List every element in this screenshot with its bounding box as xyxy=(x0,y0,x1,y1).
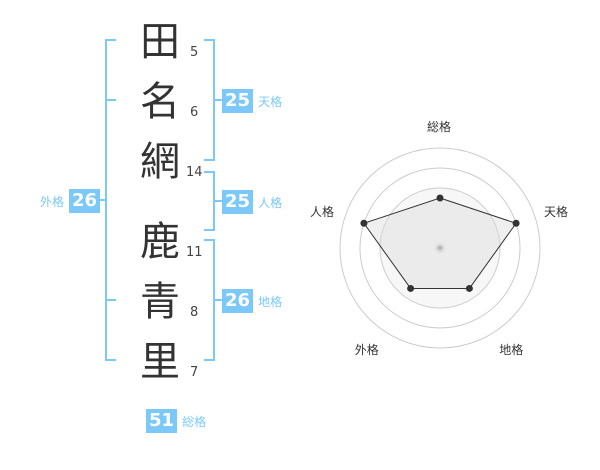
radar-axis-label-1: 総格 xyxy=(427,120,452,134)
stroke-count-1: 5 xyxy=(190,45,199,60)
radar-point-1 xyxy=(436,194,444,202)
name-char-2: 名 xyxy=(140,79,180,125)
soukaku-value: 51 xyxy=(146,409,178,433)
stroke-count-3: 14 xyxy=(186,165,203,180)
gaikaku-bracket xyxy=(105,39,116,361)
stroke-count-5: 8 xyxy=(190,305,199,320)
stroke-count-6: 7 xyxy=(190,365,199,380)
jinkaku-value: 25 xyxy=(222,190,254,214)
chikaku-badge: 26 地格 xyxy=(222,289,282,313)
tenkaku-badge: 25 天格 xyxy=(222,89,282,113)
radar-axis-label-4: 外格 xyxy=(354,342,379,357)
tenkaku-bracket xyxy=(204,39,215,161)
stroke-count-2: 6 xyxy=(190,105,199,120)
chikaku-bracket xyxy=(204,239,215,361)
radar-svg xyxy=(339,147,541,349)
jinkaku-badge: 25 人格 xyxy=(222,190,282,214)
radar-point-4 xyxy=(407,284,415,292)
radar-axis-label-2: 天格 xyxy=(543,204,568,219)
name-char-3: 網 xyxy=(140,139,180,185)
chikaku-label: 地格 xyxy=(258,294,283,309)
soukaku-badge: 51 総格 xyxy=(146,409,206,433)
name-char-4: 鹿 xyxy=(140,219,180,265)
gaikaku-label: 外格 xyxy=(40,194,65,209)
soukaku-label: 総格 xyxy=(182,414,207,429)
tenkaku-value: 25 xyxy=(222,89,254,113)
radar-axis-label-3: 地格 xyxy=(499,342,524,357)
name-char-5: 青 xyxy=(140,279,180,325)
jinkaku-bracket xyxy=(204,171,215,231)
name-char-1: 田 xyxy=(140,19,180,65)
stroke-count-4: 11 xyxy=(186,245,203,260)
tenkaku-label: 天格 xyxy=(258,94,283,109)
chikaku-value: 26 xyxy=(222,289,254,313)
name-char-6: 里 xyxy=(140,339,180,385)
radar-axis-label-5: 人格 xyxy=(310,204,335,219)
jinkaku-label: 人格 xyxy=(258,195,283,210)
radar-chart xyxy=(300,110,580,394)
gaikaku-badge: 外格 26 xyxy=(40,189,101,213)
radar-point-5 xyxy=(360,219,368,227)
gaikaku-value: 26 xyxy=(69,189,101,213)
radar-point-3 xyxy=(465,284,473,292)
radar-point-2 xyxy=(512,219,520,227)
radar-center-dot xyxy=(437,245,443,251)
